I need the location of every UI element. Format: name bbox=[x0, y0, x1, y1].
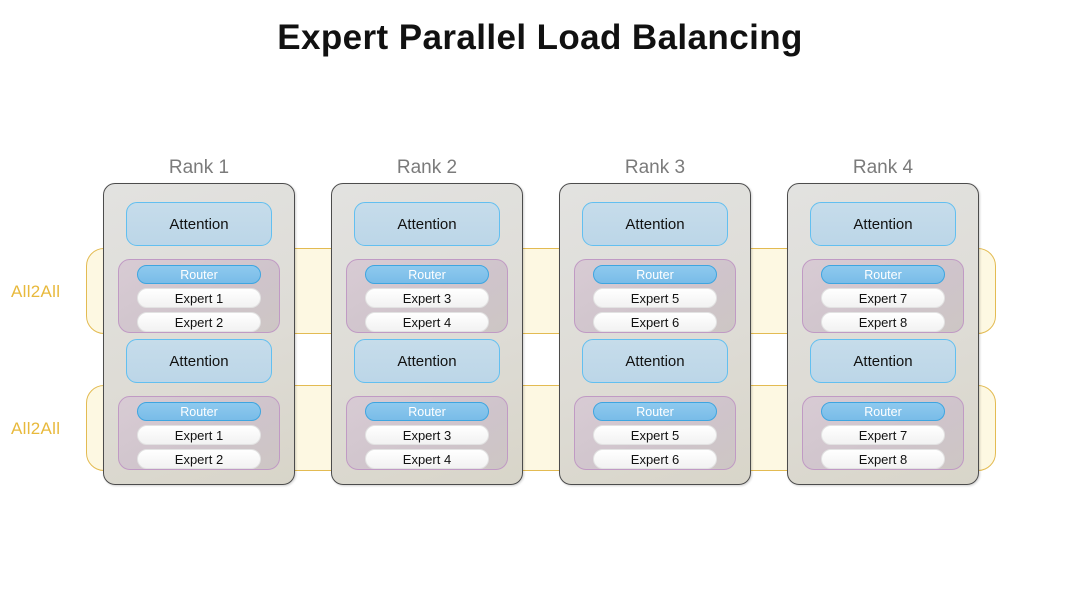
router-label: Router bbox=[180, 404, 218, 419]
expert-label: Expert 2 bbox=[174, 314, 224, 330]
attention-label: Attention bbox=[853, 215, 913, 233]
moe-block[interactable]: Router Expert 3 Expert 4 bbox=[346, 396, 508, 470]
rank-panel-1[interactable]: Attention Router Expert 1 Expert 2 Atten… bbox=[103, 183, 295, 485]
attention-block[interactable]: Attention bbox=[810, 339, 956, 383]
rank-title-4: Rank 4 bbox=[852, 157, 914, 178]
expert-block[interactable]: Expert 3 bbox=[365, 425, 489, 445]
expert-label: Expert 4 bbox=[402, 314, 452, 330]
expert-block[interactable]: Expert 1 bbox=[137, 425, 261, 445]
moe-block[interactable]: Router Expert 3 Expert 4 bbox=[346, 259, 508, 333]
attention-label: Attention bbox=[397, 215, 457, 233]
router-label: Router bbox=[864, 267, 902, 282]
router-block[interactable]: Router bbox=[593, 265, 717, 284]
router-label: Router bbox=[636, 267, 674, 282]
router-block[interactable]: Router bbox=[137, 265, 261, 284]
page-title: Expert Parallel Load Balancing bbox=[277, 18, 803, 57]
moe-block[interactable]: Router Expert 1 Expert 2 bbox=[118, 259, 280, 333]
router-label: Router bbox=[408, 404, 446, 419]
rank-panel-3[interactable]: Attention Router Expert 5 Expert 6 Atten… bbox=[559, 183, 751, 485]
attention-block[interactable]: Attention bbox=[354, 339, 500, 383]
moe-block[interactable]: Router Expert 7 Expert 8 bbox=[802, 259, 964, 333]
rank-column-2: Rank 2 Attention Router Expert 3 Expert … bbox=[331, 157, 523, 487]
expert-block[interactable]: Expert 4 bbox=[365, 312, 489, 332]
moe-block[interactable]: Router Expert 1 Expert 2 bbox=[118, 396, 280, 470]
attention-label: Attention bbox=[853, 352, 913, 370]
expert-label: Expert 7 bbox=[858, 427, 908, 443]
attention-label: Attention bbox=[169, 352, 229, 370]
attention-block[interactable]: Attention bbox=[126, 339, 272, 383]
rank-title-1: Rank 1 bbox=[168, 157, 230, 178]
expert-block[interactable]: Expert 8 bbox=[821, 312, 945, 332]
router-block[interactable]: Router bbox=[821, 402, 945, 421]
attention-label: Attention bbox=[169, 215, 229, 233]
expert-block[interactable]: Expert 7 bbox=[821, 288, 945, 308]
attention-label: Attention bbox=[625, 352, 685, 370]
expert-block[interactable]: Expert 8 bbox=[821, 449, 945, 469]
rank-title-3: Rank 3 bbox=[624, 157, 686, 178]
attention-block[interactable]: Attention bbox=[126, 202, 272, 246]
router-block[interactable]: Router bbox=[137, 402, 261, 421]
moe-block[interactable]: Router Expert 5 Expert 6 bbox=[574, 396, 736, 470]
expert-label: Expert 7 bbox=[858, 290, 908, 306]
router-block[interactable]: Router bbox=[821, 265, 945, 284]
expert-block[interactable]: Expert 2 bbox=[137, 312, 261, 332]
router-block[interactable]: Router bbox=[365, 265, 489, 284]
expert-block[interactable]: Expert 6 bbox=[593, 312, 717, 332]
rank-panel-4[interactable]: Attention Router Expert 7 Expert 8 Atten… bbox=[787, 183, 979, 485]
rank-column-4: Rank 4 Attention Router Expert 7 Expert … bbox=[787, 157, 979, 487]
router-block[interactable]: Router bbox=[365, 402, 489, 421]
expert-label: Expert 6 bbox=[630, 451, 680, 467]
all2all-label-1: All2All bbox=[11, 282, 61, 301]
router-block[interactable]: Router bbox=[593, 402, 717, 421]
expert-block[interactable]: Expert 6 bbox=[593, 449, 717, 469]
attention-label: Attention bbox=[397, 352, 457, 370]
expert-label: Expert 3 bbox=[402, 290, 452, 306]
expert-label: Expert 8 bbox=[858, 314, 908, 330]
expert-block[interactable]: Expert 1 bbox=[137, 288, 261, 308]
expert-label: Expert 5 bbox=[630, 290, 680, 306]
attention-block[interactable]: Attention bbox=[354, 202, 500, 246]
all2all-label-2: All2All bbox=[11, 419, 61, 438]
moe-block[interactable]: Router Expert 5 Expert 6 bbox=[574, 259, 736, 333]
expert-block[interactable]: Expert 5 bbox=[593, 425, 717, 445]
rank-column-3: Rank 3 Attention Router Expert 5 Expert … bbox=[559, 157, 751, 487]
router-label: Router bbox=[408, 267, 446, 282]
expert-label: Expert 1 bbox=[174, 290, 224, 306]
attention-block[interactable]: Attention bbox=[582, 339, 728, 383]
expert-block[interactable]: Expert 5 bbox=[593, 288, 717, 308]
expert-block[interactable]: Expert 2 bbox=[137, 449, 261, 469]
expert-block[interactable]: Expert 3 bbox=[365, 288, 489, 308]
attention-label: Attention bbox=[625, 215, 685, 233]
expert-label: Expert 6 bbox=[630, 314, 680, 330]
moe-block[interactable]: Router Expert 7 Expert 8 bbox=[802, 396, 964, 470]
attention-block[interactable]: Attention bbox=[810, 202, 956, 246]
rank-title-2: Rank 2 bbox=[396, 157, 458, 178]
expert-label: Expert 5 bbox=[630, 427, 680, 443]
expert-label: Expert 8 bbox=[858, 451, 908, 467]
router-label: Router bbox=[636, 404, 674, 419]
expert-label: Expert 2 bbox=[174, 451, 224, 467]
expert-label: Expert 4 bbox=[402, 451, 452, 467]
rank-column-1: Rank 1 Attention Router Expert 1 Expert … bbox=[103, 157, 295, 487]
expert-block[interactable]: Expert 7 bbox=[821, 425, 945, 445]
router-label: Router bbox=[864, 404, 902, 419]
expert-block[interactable]: Expert 4 bbox=[365, 449, 489, 469]
attention-block[interactable]: Attention bbox=[582, 202, 728, 246]
expert-label: Expert 3 bbox=[402, 427, 452, 443]
router-label: Router bbox=[180, 267, 218, 282]
rank-panel-2[interactable]: Attention Router Expert 3 Expert 4 Atten… bbox=[331, 183, 523, 485]
expert-label: Expert 1 bbox=[174, 427, 224, 443]
